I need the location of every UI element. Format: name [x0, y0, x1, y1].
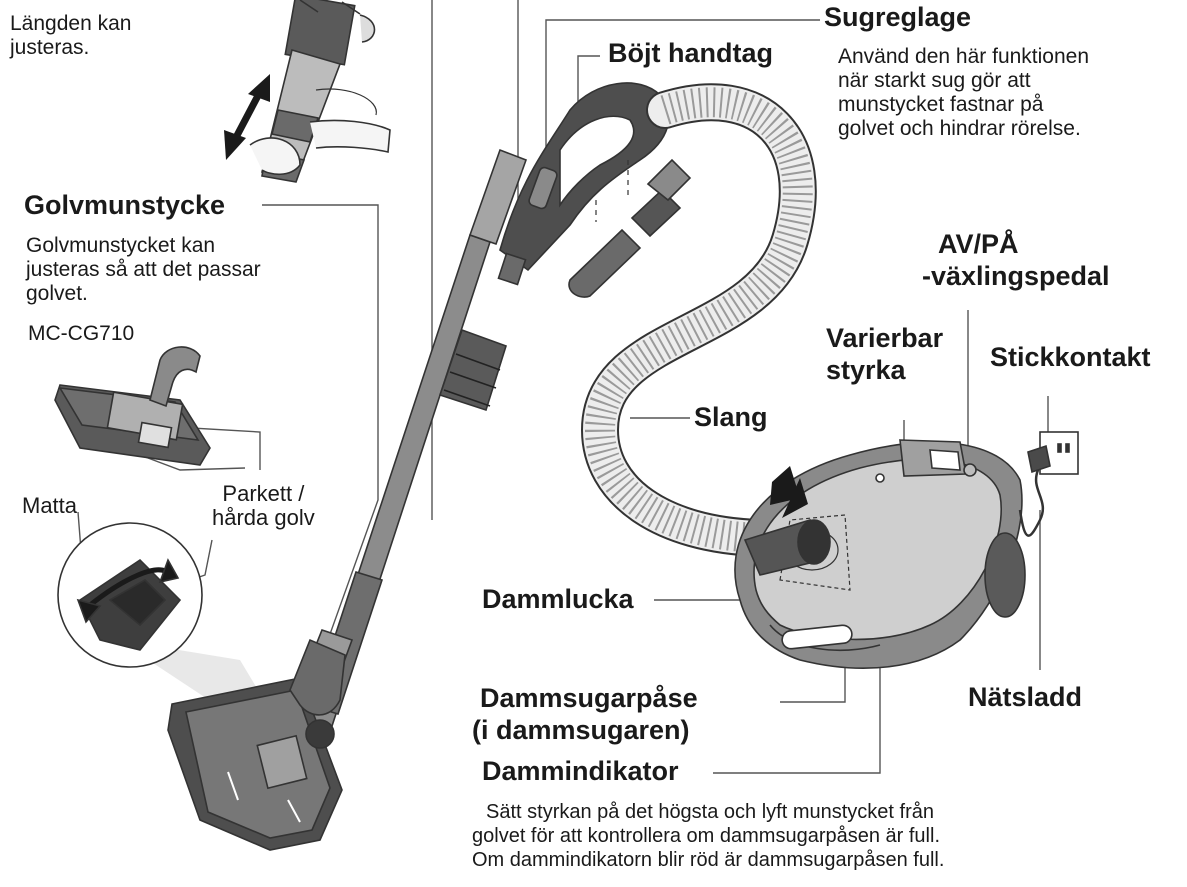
slang-label: Slang	[694, 402, 768, 432]
hose-connector	[743, 518, 831, 576]
dammindikator-desc-line: golvet för att kontrollera om dammsugarp…	[472, 825, 940, 847]
bent-handle	[497, 82, 670, 286]
dammindikator-label: Dammindikator	[482, 756, 679, 786]
main-floor-nozzle	[167, 638, 346, 851]
stickkontakt-label: Stickkontakt	[990, 342, 1151, 372]
varierbar-label: Varierbar styrka	[826, 322, 943, 386]
golvmunstycke-desc-line: justeras så att det passar	[26, 258, 261, 281]
dammindikator-desc-line: Om dammindikatorn blir röd är dammsugarp…	[472, 849, 945, 871]
push-arrow-icon	[770, 466, 808, 518]
bojt-handtag-label: Böjt handtag	[608, 38, 773, 68]
sugreglage-desc-line: när starkt sug gör att	[838, 69, 1031, 92]
length-note-line: Längden kan	[10, 12, 132, 35]
accessory-tools	[568, 158, 692, 298]
matta-label: Matta	[22, 493, 78, 518]
adjust-arrow-icon	[224, 74, 270, 160]
golvmunstycke-desc: Golvmunstycket kan justeras så att det p…	[26, 234, 261, 306]
main-wand	[296, 148, 528, 727]
floor-nozzle-inset	[54, 346, 211, 466]
sugreglage-desc-line: munstycket fastnar på	[838, 93, 1044, 116]
varierbar-line: styrka	[826, 355, 906, 385]
golvmunstycke-label: Golvmunstycke	[24, 190, 226, 220]
sugreglage-label: Sugreglage	[824, 2, 972, 32]
avpa-line: -växlingspedal	[922, 261, 1110, 291]
parkett-label: Parkett / hårda golv	[212, 482, 315, 530]
vacuum-body	[734, 439, 1026, 669]
dammsugarpase-line: Dammsugarpåse	[480, 683, 698, 713]
avpa-label: AV/PÅ -växlingspedal	[922, 228, 1110, 292]
golvmunstycke-desc-line: golvet.	[26, 282, 88, 305]
parkett-line: Parkett /	[222, 481, 305, 506]
dammindikator-desc-line: Sätt styrkan på det högsta och lyft muns…	[486, 801, 934, 823]
length-note-line: justeras.	[10, 36, 90, 59]
varierbar-line: Varierbar	[826, 323, 944, 353]
dammindikator-desc: Sätt styrkan på det högsta och lyft muns…	[472, 800, 944, 872]
sugreglage-desc-line: Använd den här funktionen	[838, 45, 1090, 68]
parkett-line: hårda golv	[212, 505, 315, 530]
model-label: MC-CG710	[28, 322, 135, 345]
length-note: Längden kan justeras.	[10, 12, 131, 60]
dammlucka-label: Dammlucka	[482, 584, 634, 614]
hose	[580, 83, 817, 557]
dammsugarpase-line: (i dammsugaren)	[472, 715, 690, 745]
natsladd-label: Nätsladd	[968, 682, 1083, 712]
plug-and-outlet	[1018, 431, 1079, 537]
avpa-line: AV/PÅ	[938, 229, 1019, 259]
golvmunstycke-desc-line: Golvmunstycket kan	[26, 234, 216, 257]
sugreglage-desc: Använd den här funktionen när starkt sug…	[838, 45, 1089, 141]
extension-wand-inset	[249, 0, 391, 183]
dammsugarpase-label: Dammsugarpåse (i dammsugaren)	[472, 682, 698, 746]
sugreglage-desc-line: golvet och hindrar rörelse.	[838, 117, 1081, 140]
